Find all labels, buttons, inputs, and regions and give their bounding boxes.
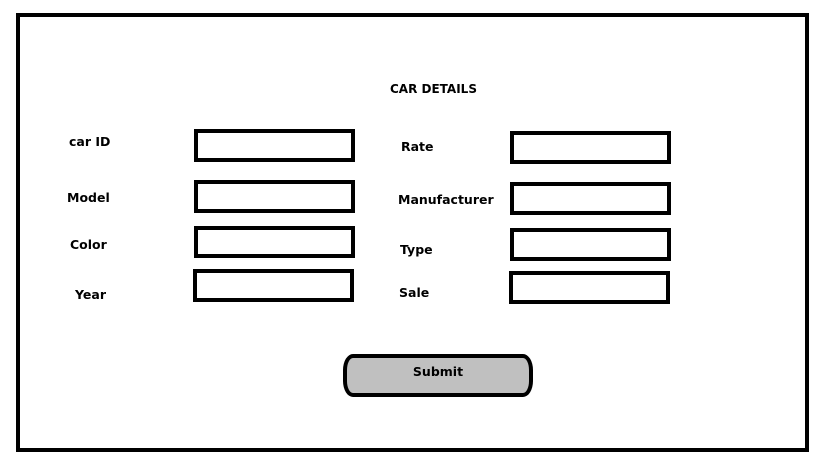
car-id-input[interactable] [194,129,355,162]
sale-input[interactable] [509,271,670,304]
year-input[interactable] [193,269,354,302]
color-input[interactable] [194,226,355,258]
rate-label: Rate [401,139,434,154]
form-title: CAR DETAILS [390,82,477,96]
car-id-label: car ID [69,134,111,149]
rate-input[interactable] [510,131,671,164]
type-input[interactable] [510,228,671,261]
sale-label: Sale [399,285,430,300]
model-input[interactable] [194,180,355,213]
color-label: Color [70,237,107,252]
year-label: Year [75,287,106,302]
manufacturer-input[interactable] [510,182,671,215]
submit-button[interactable]: Submit [343,354,533,397]
manufacturer-label: Manufacturer [398,192,494,207]
type-label: Type [400,242,433,257]
model-label: Model [67,190,110,205]
